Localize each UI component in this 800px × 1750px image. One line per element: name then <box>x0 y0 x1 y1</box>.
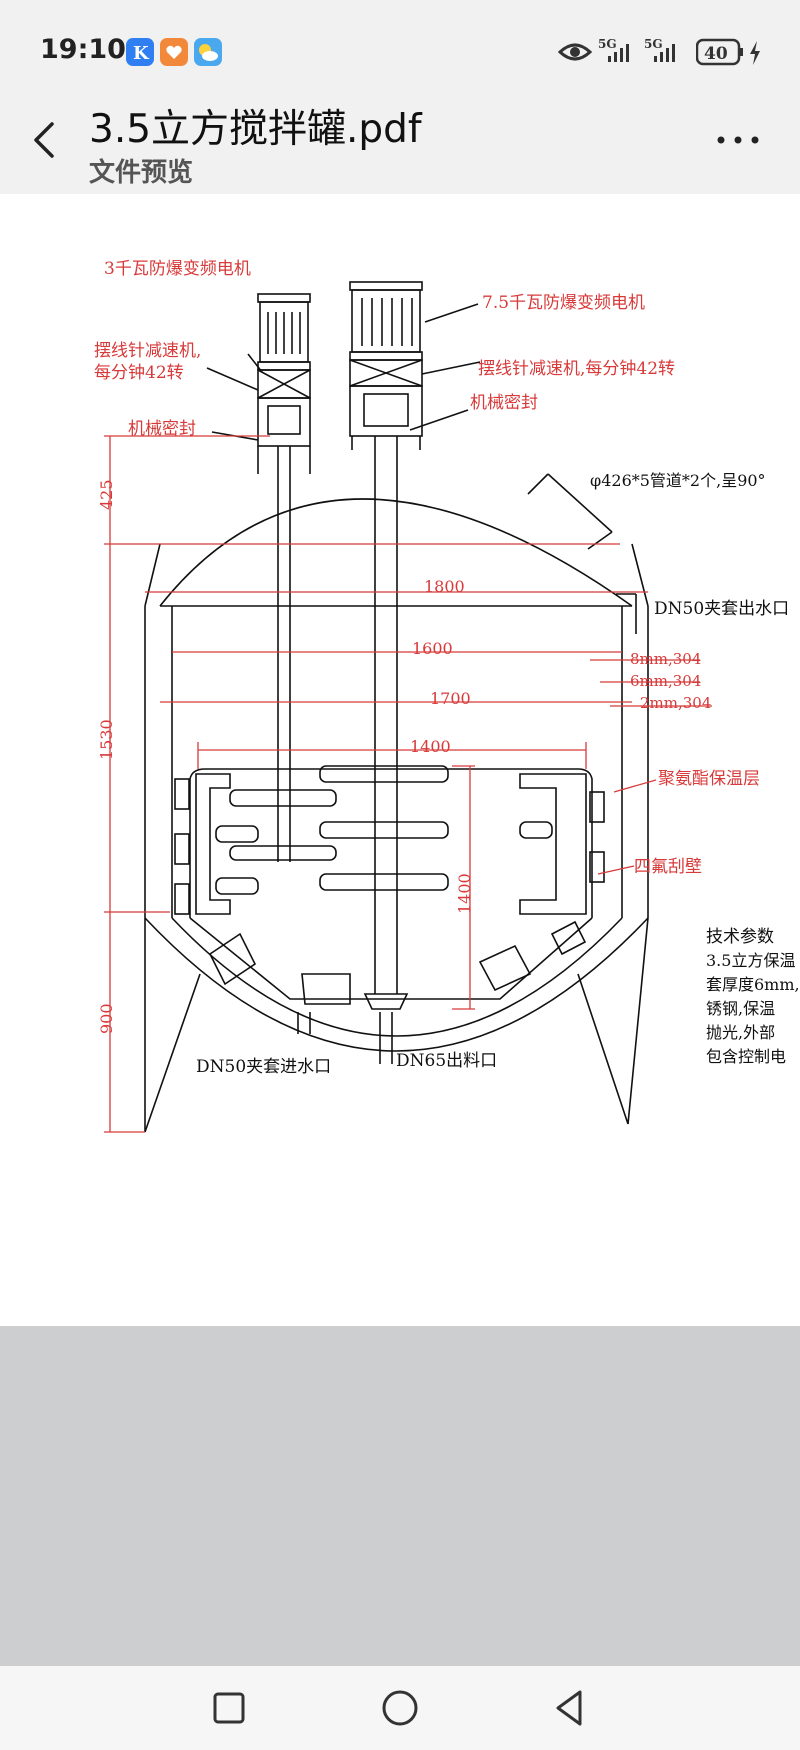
label-reducer-left-1: 摆线针减速机, <box>94 341 201 361</box>
more-dots-icon <box>717 136 759 144</box>
signal-1-label: 5G <box>598 37 617 51</box>
label-discharge: DN65出料口 <box>396 1051 497 1071</box>
back-nav-icon <box>556 1690 582 1726</box>
battery-icon: 40 <box>695 38 744 66</box>
title-bar: 3.5立方搅拌罐.pdf 文件预览 <box>0 90 800 194</box>
tech-line-4: 抛光,外部 <box>706 1023 775 1042</box>
system-nav-bar <box>0 1666 800 1750</box>
tech-line-5: 包含控制电 <box>706 1047 786 1066</box>
battery-level: 40 <box>704 44 728 64</box>
label-insulation: 聚氨酯保温层 <box>658 769 760 789</box>
signal-2-label: 5G <box>644 37 663 51</box>
label-motor-large: 7.5千瓦防爆变频电机 <box>482 293 645 313</box>
page-subtitle: 文件预览 <box>89 158 194 188</box>
app-k-icon: K <box>126 38 154 66</box>
status-bar: 19:10 K 5G 5G 40 <box>0 0 800 100</box>
tech-line-1: 3.5立方保温 <box>706 951 795 970</box>
eye-icon <box>557 40 593 64</box>
more-options-button[interactable] <box>708 120 768 160</box>
signal-icon: 5G 5G <box>598 36 694 66</box>
label-seal-left: 机械密封 <box>128 419 196 439</box>
label-reducer-right: 摆线针减速机,每分钟42转 <box>478 359 675 379</box>
viewer-background <box>0 1326 800 1666</box>
dim-1530: 1530 <box>97 719 116 760</box>
label-thickness-3: 2mm,304 <box>640 694 711 712</box>
label-pipe: φ426*5管道*2个,呈90° <box>590 471 766 490</box>
back-button[interactable] <box>24 112 64 168</box>
dim-425: 425 <box>97 479 116 510</box>
charging-icon <box>748 40 762 66</box>
dim-1800: 1800 <box>424 577 465 596</box>
dim-1400-v: 1400 <box>455 873 474 914</box>
label-thickness-1: 8mm,304 <box>630 650 701 668</box>
recent-apps-button[interactable] <box>205 1684 253 1732</box>
tech-line-2: 套厚度6mm, <box>706 975 800 994</box>
back-arrow-icon <box>34 122 54 158</box>
dim-1400-h: 1400 <box>410 737 451 756</box>
tech-heading: 技术参数 <box>706 927 774 947</box>
label-scraper: 四氟刮壁 <box>634 857 702 877</box>
label-thickness-2: 6mm,304 <box>630 672 701 690</box>
label-seal-right: 机械密封 <box>470 393 538 413</box>
tech-line-3: 锈钢,保温 <box>706 999 775 1018</box>
home-button[interactable] <box>376 1684 424 1732</box>
tank-drawing: 3千瓦防爆变频电机 7.5千瓦防爆变频电机 摆线针减速机, 每分钟42转 摆线针… <box>94 259 800 1133</box>
label-inlet-water: DN50夹套进水口 <box>196 1057 331 1077</box>
app-heart-icon <box>160 38 188 66</box>
page-title: 3.5立方搅拌罐.pdf <box>89 107 422 152</box>
home-icon <box>382 1690 418 1726</box>
dim-900: 900 <box>97 1003 116 1034</box>
status-time: 19:10 <box>40 34 126 65</box>
svg-text:K: K <box>133 43 150 64</box>
app-weather-icon <box>194 38 222 66</box>
dim-1700: 1700 <box>430 689 471 708</box>
label-motor-small: 3千瓦防爆变频电机 <box>104 259 251 279</box>
pdf-page[interactable]: 3千瓦防爆变频电机 7.5千瓦防爆变频电机 摆线针减速机, 每分钟42转 摆线针… <box>0 194 800 1326</box>
label-outlet-water: DN50夹套出水口 <box>654 599 789 619</box>
label-reducer-left-2: 每分钟42转 <box>94 363 184 383</box>
dim-1600: 1600 <box>412 639 453 658</box>
back-nav-button[interactable] <box>546 1684 594 1732</box>
recent-apps-icon <box>213 1692 245 1724</box>
